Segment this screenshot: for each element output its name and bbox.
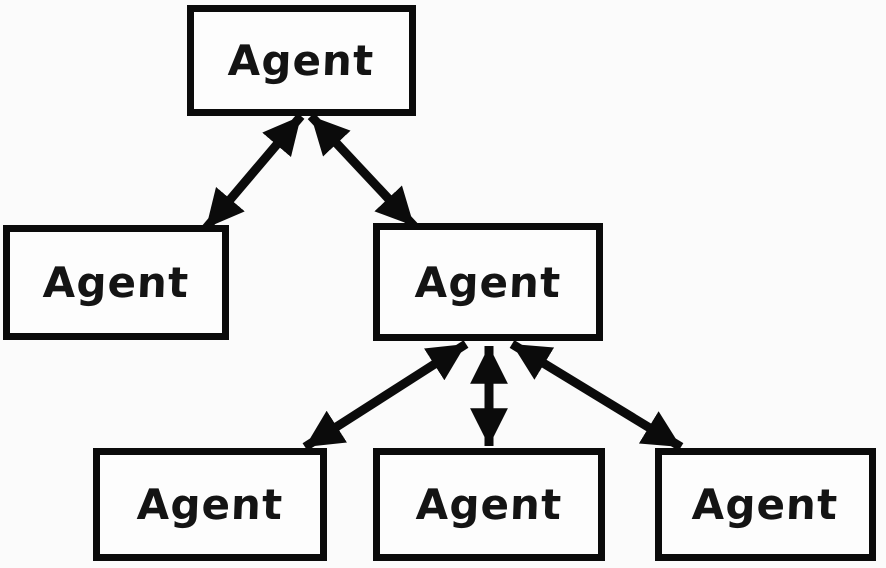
agent-node-label: Agent: [227, 36, 376, 85]
agent-node-label: Agent: [42, 258, 190, 307]
agent-node-label: Agent: [415, 480, 563, 529]
agent-node-bottom-right: Agent: [655, 448, 876, 561]
edge-top-to-mid-right: [307, 112, 418, 230]
agent-node-top: Agent: [187, 5, 416, 116]
agent-node-mid-left: Agent: [3, 225, 229, 340]
agent-node-label: Agent: [691, 480, 840, 529]
agent-node-bottom-left: Agent: [93, 448, 327, 561]
agent-node-bottom-middle: Agent: [373, 448, 605, 561]
agent-node-label: Agent: [136, 480, 284, 529]
edge-mid-right-to-bottom-right: [509, 340, 684, 451]
agent-node-label: Agent: [414, 257, 562, 307]
edge-top-to-mid-left: [202, 113, 305, 231]
edge-mid-right-to-bottom-left: [302, 340, 469, 451]
agent-node-mid-right: Agent: [373, 223, 603, 341]
